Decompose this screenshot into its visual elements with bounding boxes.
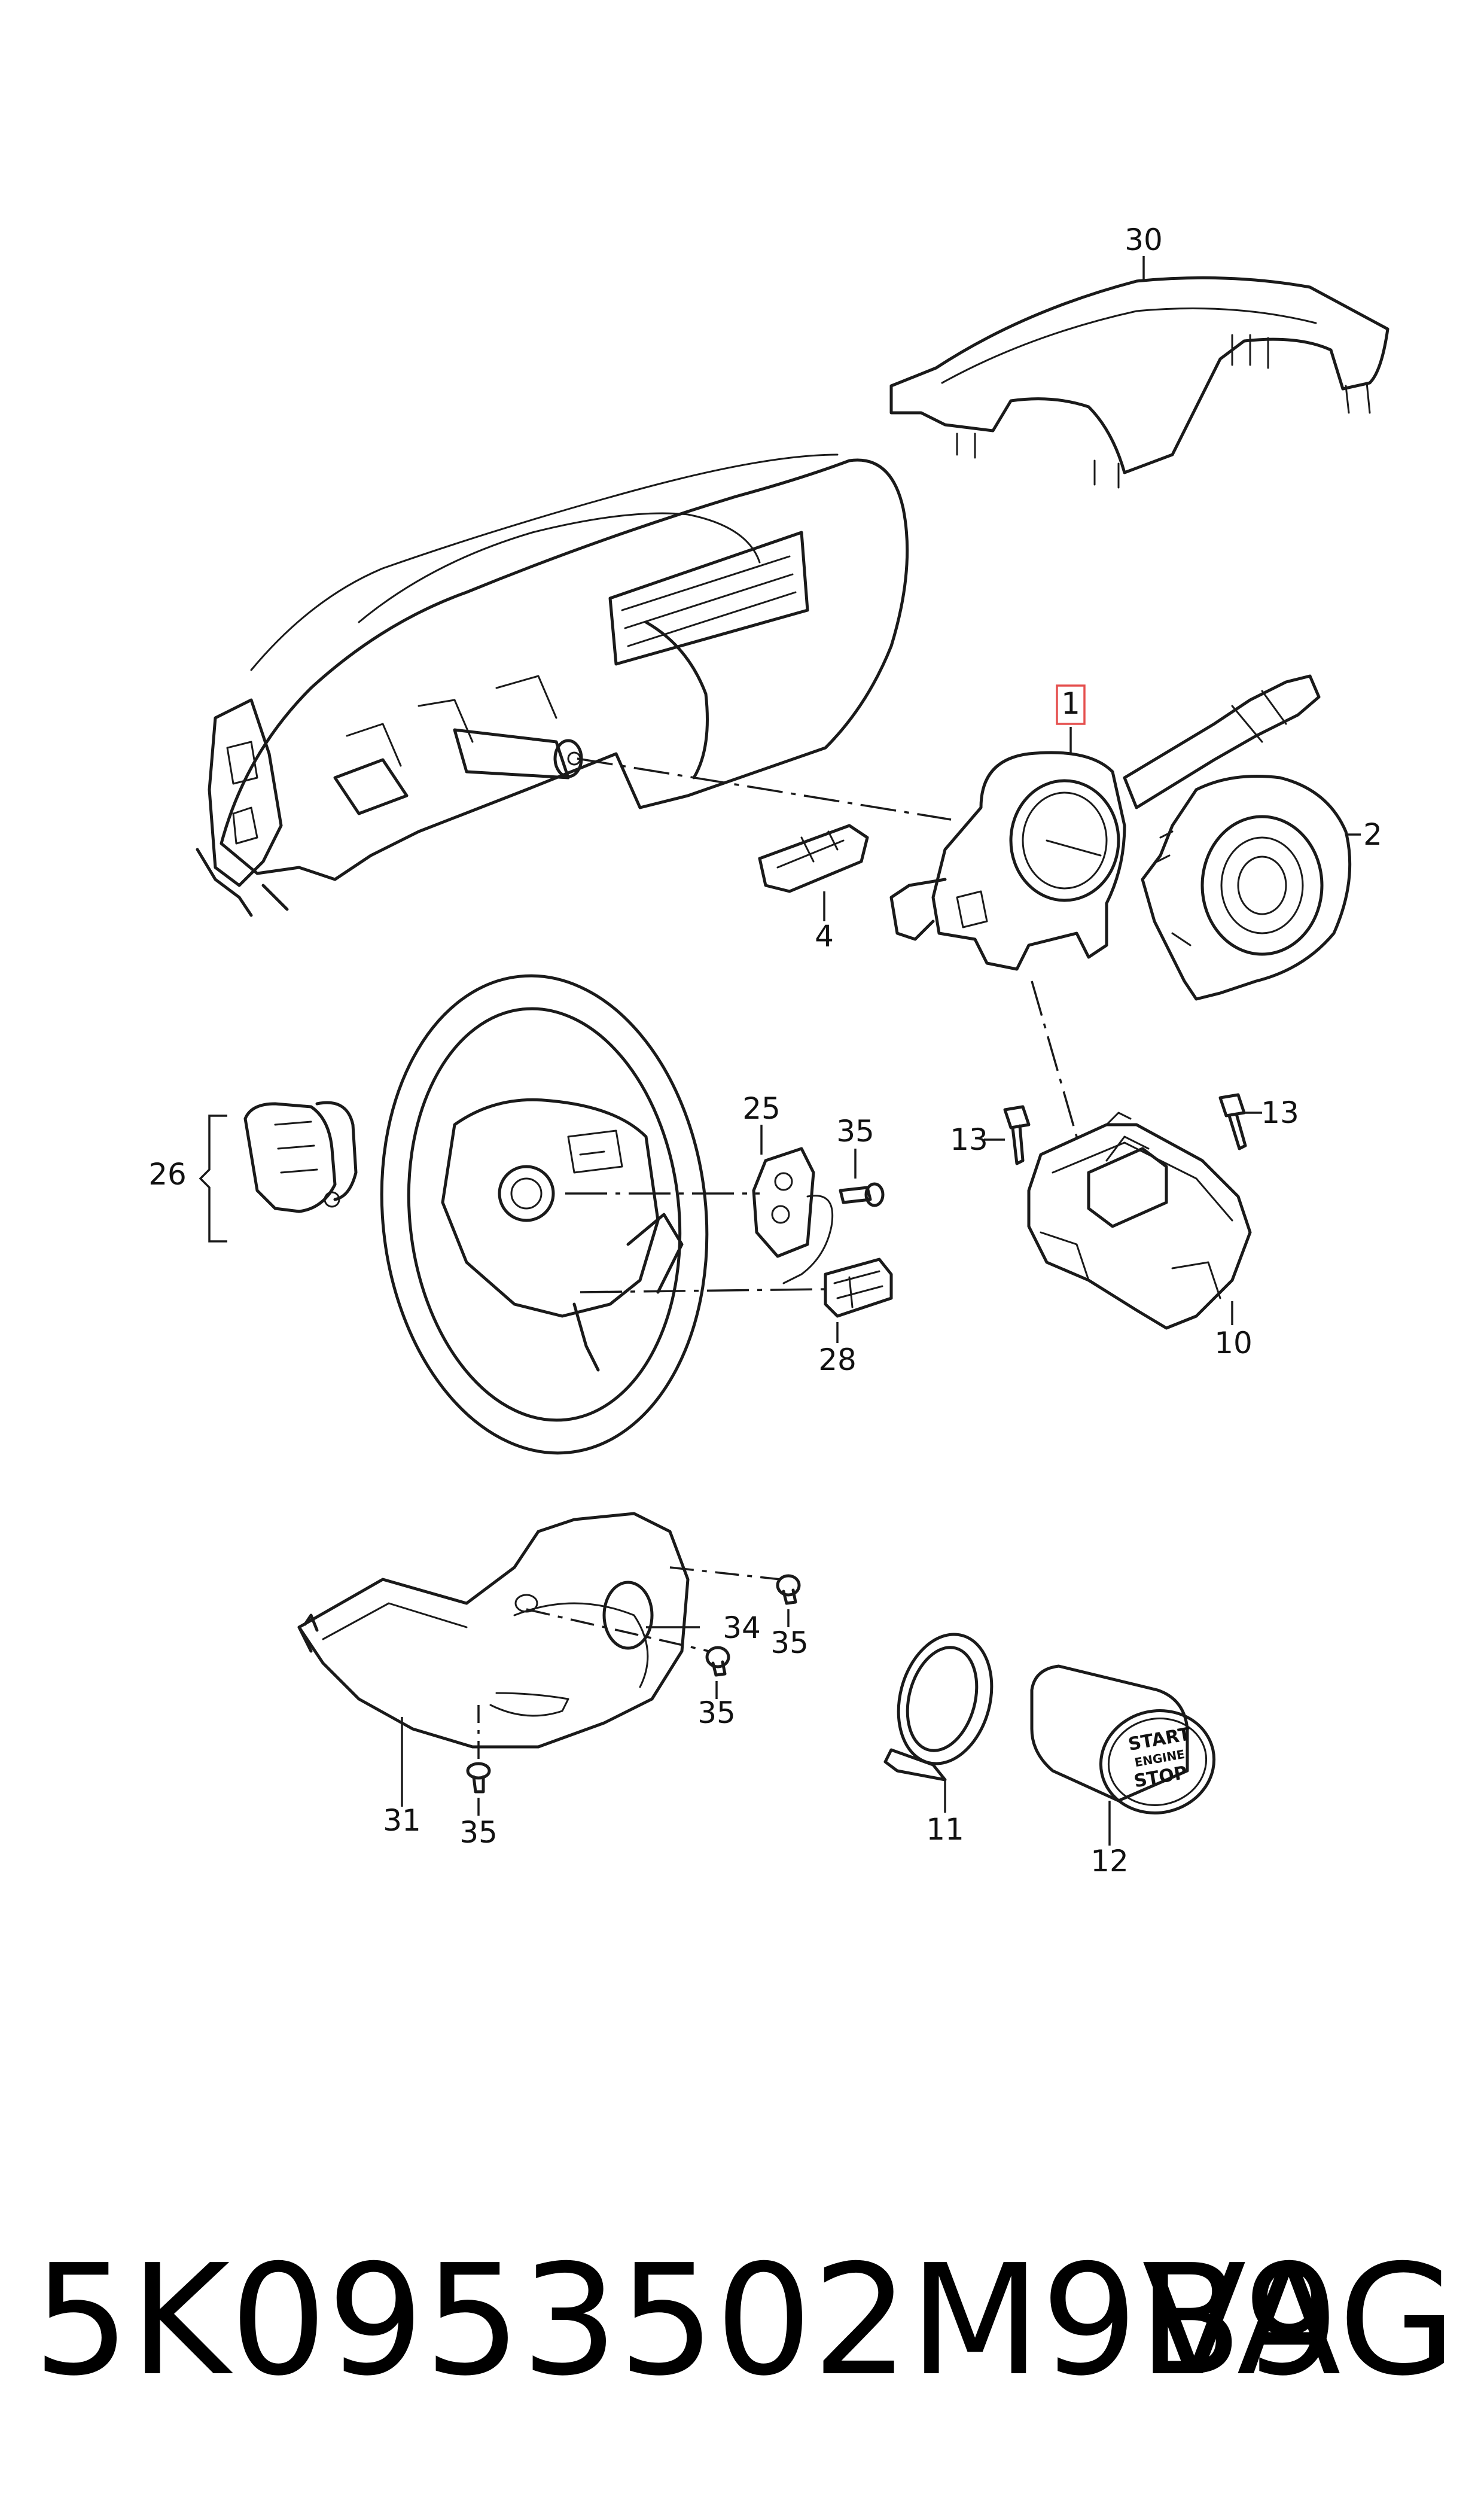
screw-35-right-drawing	[669, 1566, 801, 1627]
callout-25: 25	[742, 1091, 781, 1126]
mf-button-left-drawing	[565, 1125, 834, 1284]
callout-35-bottom: 35	[459, 1815, 498, 1850]
screw-35-middle-drawing	[526, 1608, 730, 1699]
column-module-drawing	[1027, 1112, 1252, 1330]
callout-13-right: 13	[1261, 1095, 1299, 1130]
callout-2: 2	[1363, 817, 1382, 852]
callout-11: 11	[926, 1812, 964, 1847]
callout-1: 1	[1061, 686, 1080, 721]
assembly-axis-line	[577, 757, 952, 821]
callout-12: 12	[1090, 1844, 1129, 1878]
callout-13-left: 13	[950, 1122, 988, 1157]
callout-35-middle: 35	[697, 1695, 736, 1730]
callout-30: 30	[1125, 223, 1163, 257]
paddle-shifter-drawing	[199, 1101, 358, 1243]
trim-ring-drawing	[883, 1633, 994, 1813]
callout-35-right: 35	[770, 1625, 809, 1660]
callout-28: 28	[818, 1342, 857, 1377]
footer-caption: 5K0953502M9B9 VAG	[33, 2231, 1456, 2411]
callout-10: 10	[1214, 1326, 1253, 1360]
upper-column-trim-drawing	[889, 256, 1389, 489]
screw-13-right-drawing	[1218, 1093, 1262, 1150]
mf-button-right-drawing	[580, 1258, 893, 1343]
clock-spring-drawing	[1141, 775, 1361, 1001]
part-number: 5K0953502M9B9	[33, 2232, 1340, 2410]
screw-13-left-drawing	[984, 1105, 1031, 1165]
lower-column-trim-drawing	[297, 1512, 700, 1807]
assembly-axis-line-lower	[1031, 981, 1078, 1137]
callout-34: 34	[723, 1610, 761, 1645]
callout-4: 4	[815, 919, 834, 954]
callout-31: 31	[383, 1803, 421, 1838]
column-switch-drawing	[889, 674, 1321, 971]
callout-26: 26	[148, 1157, 187, 1192]
callout-35-upper: 35	[836, 1114, 874, 1149]
callout-highlight-box	[1056, 684, 1086, 725]
brand-name: VAG	[1142, 2232, 1456, 2410]
steering-wheel-drawing	[380, 974, 709, 1455]
start-stop-button-drawing: START ENGINE STOP	[1030, 1664, 1216, 1846]
bracket-drawing	[758, 824, 869, 921]
dashboard-frame-drawing	[196, 453, 909, 917]
screw-35-bottom-drawing	[466, 1705, 491, 1816]
screw-35-upper-drawing	[839, 1149, 885, 1207]
